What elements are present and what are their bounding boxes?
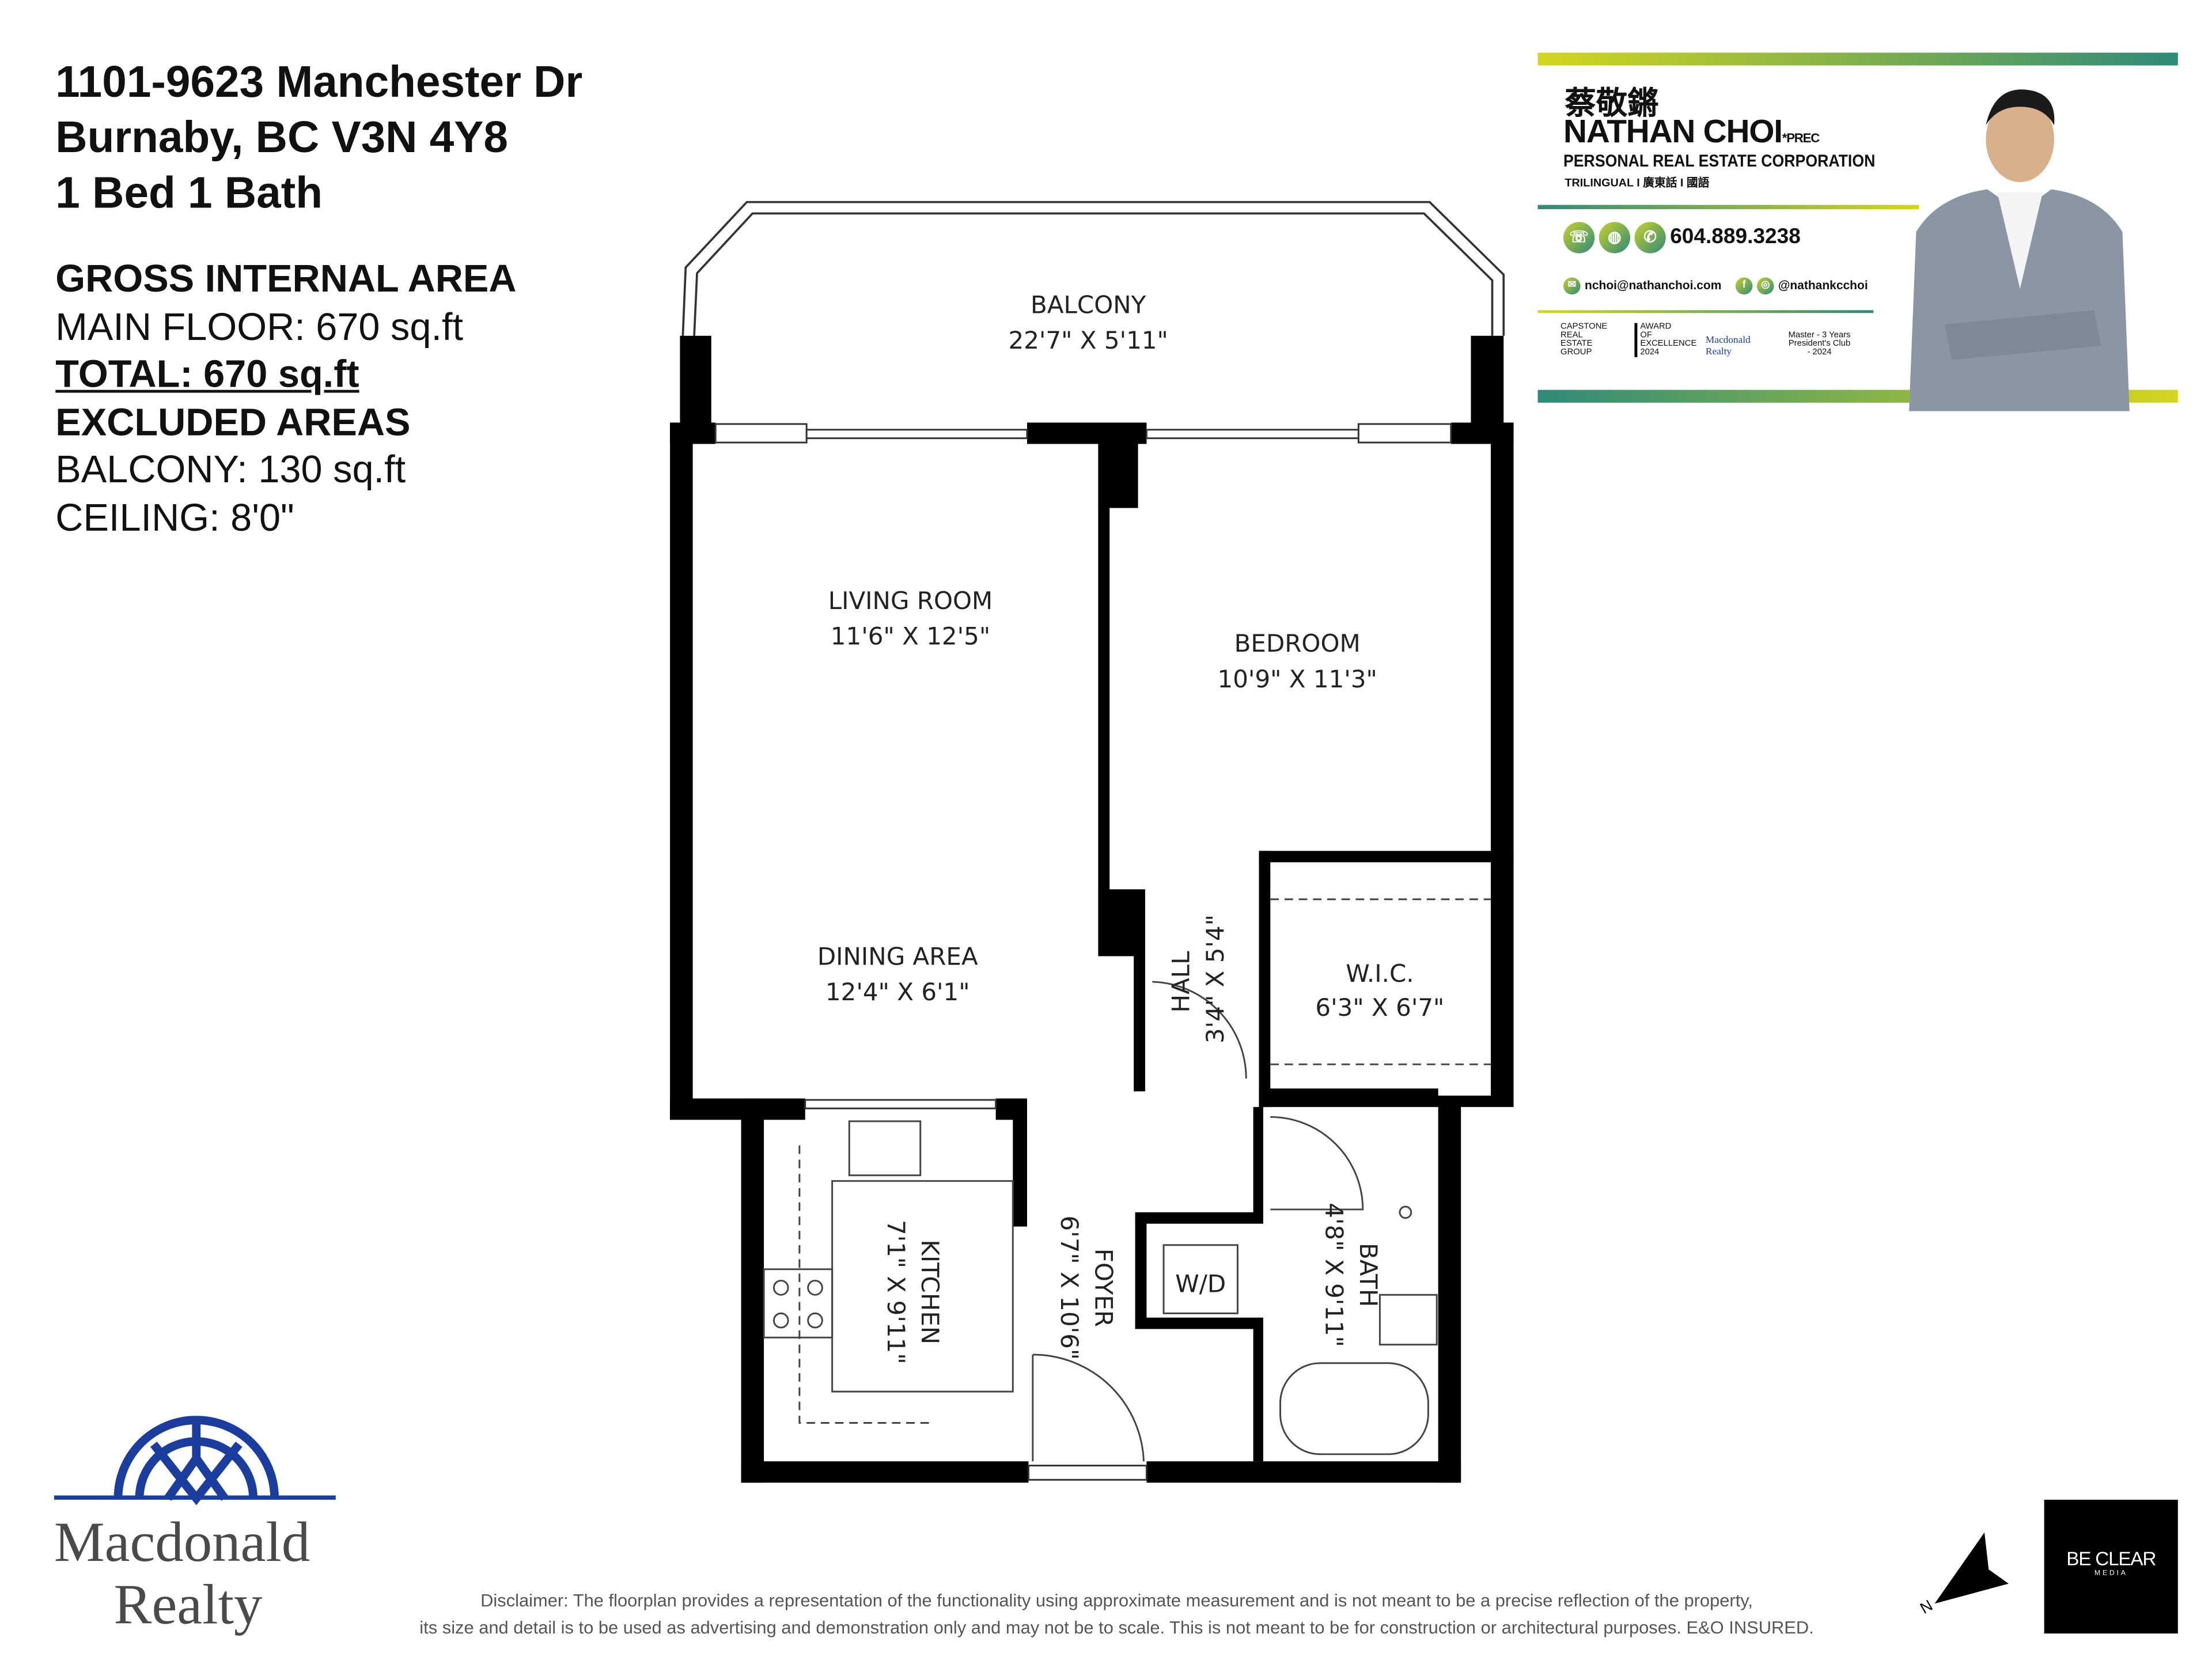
brand-line1: Macdonald — [54, 1510, 310, 1574]
whatsapp-icon: ✆ — [1634, 222, 1666, 254]
kitchen-dims: 7'1" X 9'11" — [882, 1220, 910, 1364]
north-arrow-icon: N — [1917, 1532, 2009, 1615]
kitchen-label: KITCHEN — [916, 1239, 944, 1344]
agent-chinese-name: 蔡敬鏘 — [1565, 85, 1659, 121]
walls — [670, 335, 1514, 1483]
foyer-label: FOYER — [1090, 1249, 1118, 1327]
dining-dims: 12'4" X 6'1" — [825, 978, 970, 1006]
medallion-logo: Master - 3 Years President's Club - 2024 — [1788, 331, 1851, 357]
social-row: f◎ @nathankcchoi — [1735, 277, 1868, 295]
wic-dims: 6'3" X 6'7" — [1315, 993, 1444, 1022]
ceiling-height: CEILING: 8'0" — [55, 496, 294, 539]
macdonald-realty-logo — [54, 1416, 336, 1506]
wd-label: W/D — [1175, 1269, 1226, 1298]
property-header: 1101-9623 Manchester Dr Burnaby, BC V3N … — [55, 54, 582, 221]
living-label: LIVING ROOM — [828, 587, 993, 615]
divider — [1537, 205, 1919, 210]
facebook-icon: f — [1735, 277, 1753, 295]
hall-dims: 3'4" X 5'4" — [1201, 914, 1229, 1043]
balcony-dims: 22'7" X 5'11" — [1009, 326, 1168, 354]
agent-languages: TRILINGUAL I 廣東話 I 國語 — [1565, 176, 1710, 190]
divider-2 — [1537, 310, 1874, 313]
excluded-title: EXCLUDED AREAS — [55, 400, 411, 444]
bed-bath: 1 Bed 1 Bath — [55, 168, 323, 218]
wechat-icon: ◍ — [1599, 222, 1631, 254]
gia-title: GROSS INTERNAL AREA — [55, 257, 517, 301]
city-line: Burnaby, BC V3N 4Y8 — [55, 112, 508, 162]
top-bar — [1537, 52, 2178, 66]
wic-label: W.I.C. — [1346, 959, 1414, 988]
media-name: BE CLEAR — [2066, 1548, 2156, 1570]
main-floor: MAIN FLOOR: 670 sq.ft — [55, 305, 464, 348]
agent-card: 蔡敬鏘 NATHAN CHOI*PREC PERSONAL REAL ESTAT… — [1537, 52, 2178, 411]
address-line: 1101-9623 Manchester Dr — [55, 56, 583, 107]
phone-row: ☏◍✆604.889.3238 — [1563, 222, 1801, 254]
windows — [714, 423, 1452, 1481]
hall-label: HALL — [1167, 951, 1195, 1013]
disclaimer-line2: its size and detail is to be used as adv… — [419, 1617, 1814, 1638]
macdonald-small-logo: Macdonald Realty — [1705, 334, 1751, 357]
area-summary: GROSS INTERNAL AREA MAIN FLOOR: 670 sq.f… — [55, 256, 516, 542]
bath-dims: 4'8" X 9'11" — [1320, 1203, 1349, 1347]
agent-suffix: *PREC — [1782, 131, 1820, 145]
compass-label: N — [1917, 1596, 1936, 1615]
bath-label: BATH — [1354, 1243, 1382, 1307]
balcony-label: BALCONY — [1031, 290, 1146, 319]
macdonald-realty-wordmark: Macdonald Realty — [54, 1510, 339, 1636]
be-clear-media-logo: BE CLEAR MEDIA — [2044, 1499, 2178, 1633]
email[interactable]: nchoi@nathanchoi.com — [1585, 278, 1722, 292]
phone-number[interactable]: 604.889.3238 — [1670, 225, 1801, 249]
agent-name-text: NATHAN CHOI — [1563, 112, 1783, 150]
disclaimer-line1: Disclaimer: The floorplan provides a rep… — [480, 1590, 1753, 1611]
phone-icon: ☏ — [1563, 222, 1595, 254]
agent-title: PERSONAL REAL ESTATE CORPORATION — [1563, 150, 1876, 171]
bedroom-dims: 10'9" X 11'3" — [1218, 665, 1377, 693]
balcony-railing — [681, 201, 1505, 336]
media-sub: MEDIA — [2094, 1569, 2128, 1578]
balcony-area: BALCONY: 130 sq.ft — [55, 448, 406, 491]
agent-photo — [1909, 89, 2130, 411]
agent-name: NATHAN CHOI*PREC — [1563, 112, 1820, 151]
award-logo: AWARD OF EXCELLENCE 2024 — [1634, 323, 1696, 357]
brand-line2: Realty — [113, 1572, 263, 1636]
dining-label: DINING AREA — [817, 942, 978, 970]
room-labels: BALCONY 22'7" X 5'11" LIVING ROOM 11'6" … — [817, 290, 1445, 1364]
mail-icon: ✉ — [1563, 277, 1581, 295]
fixtures — [763, 898, 1491, 1462]
affiliation-logos: CAPSTONE REAL ESTATE GROUP AWARD OF EXCE… — [1560, 323, 1851, 357]
social-handle[interactable]: @nathankcchoi — [1778, 278, 1868, 292]
email-row: ✉ nchoi@nathanchoi.com — [1563, 277, 1722, 295]
instagram-icon: ◎ — [1756, 277, 1774, 295]
bedroom-label: BEDROOM — [1234, 629, 1361, 657]
living-dims: 11'6" X 12'5" — [831, 622, 990, 651]
foyer-dims: 6'7" X 10'6" — [1055, 1216, 1084, 1360]
disclaimer: Disclaimer: The floorplan provides a rep… — [342, 1588, 1892, 1642]
total-area: TOTAL: 670 sq.ft — [55, 353, 359, 396]
capstone-logo: CAPSTONE REAL ESTATE GROUP — [1560, 323, 1608, 357]
